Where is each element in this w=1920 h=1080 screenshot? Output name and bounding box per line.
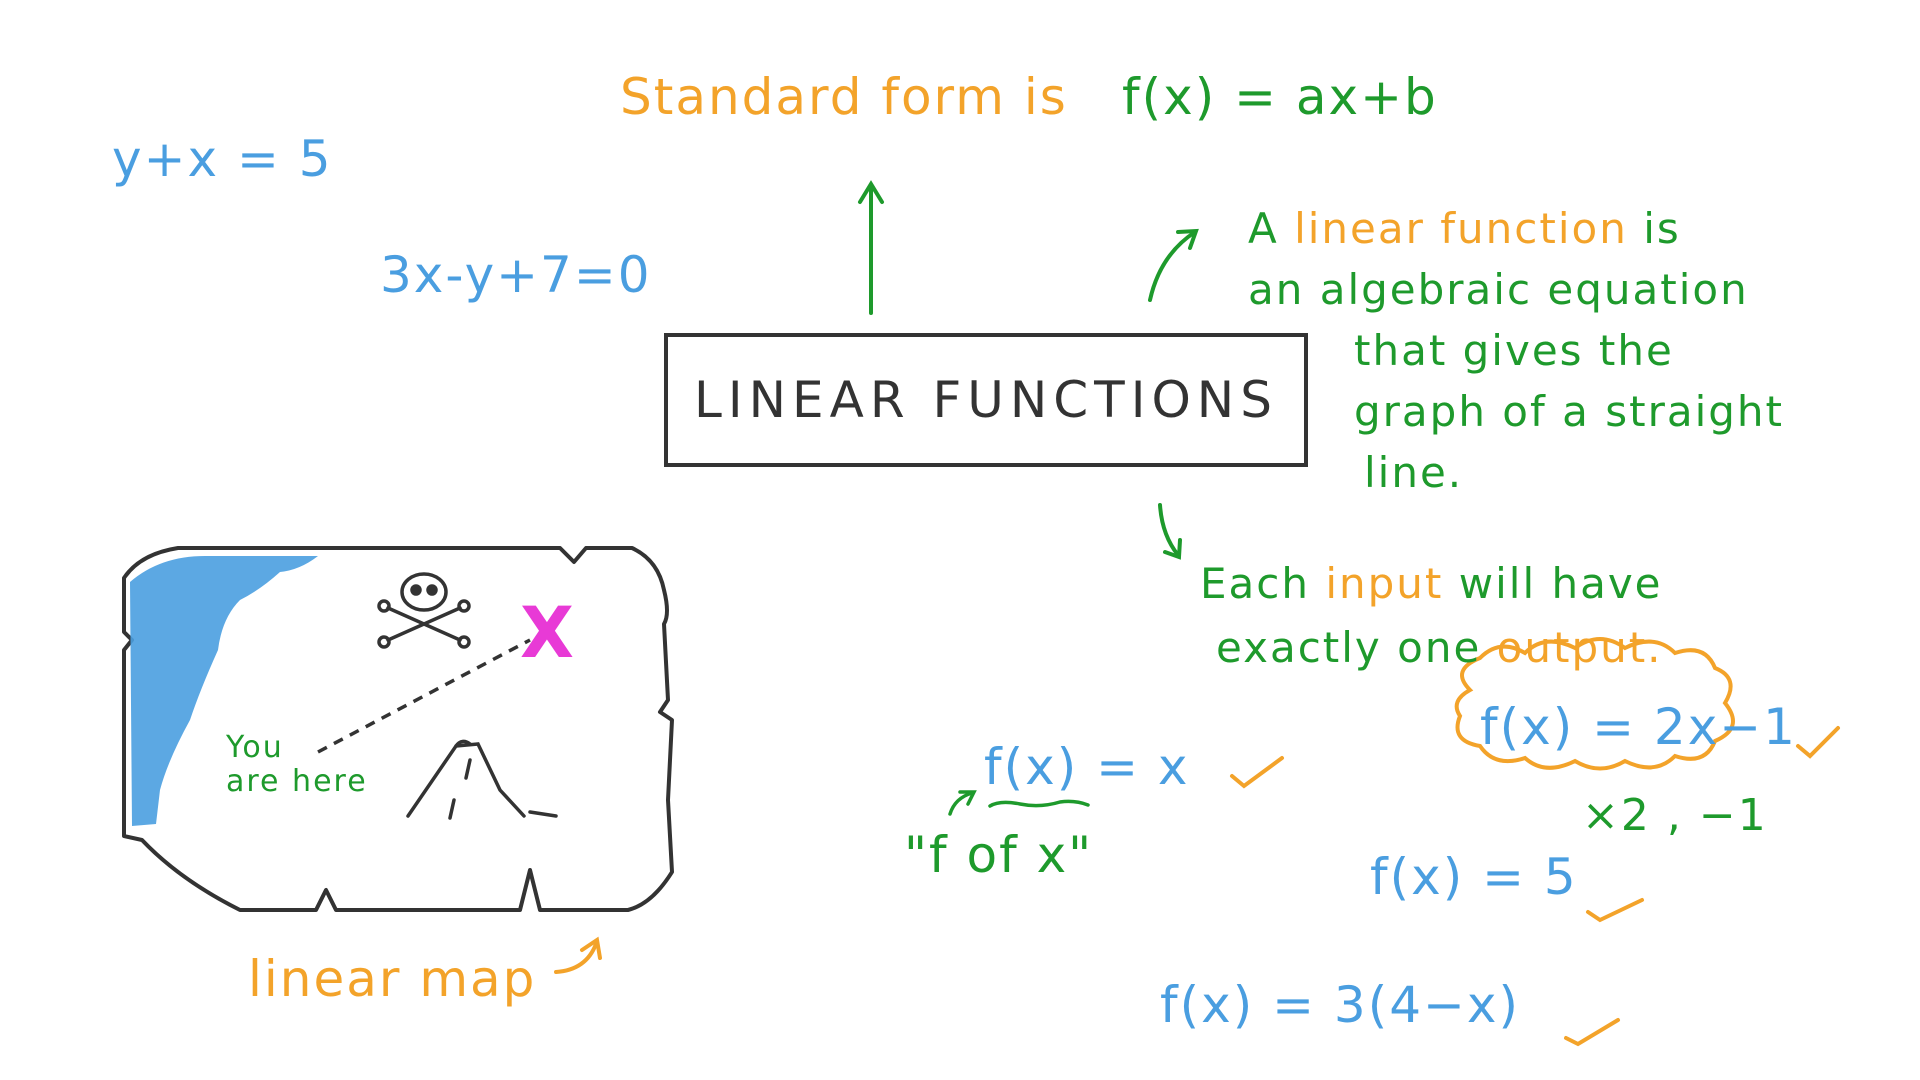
map-caption: linear map [248,950,537,1008]
equation-3x-minus-y: 3x-y+7=0 [380,246,652,304]
standard-form-label: Standard form is [620,68,1068,126]
definition-text: A linear function is an algebraic equati… [1248,198,1784,503]
example-f-x-equals-x: f(x) = x [984,738,1190,796]
f-of-x-reading: "f of x" [904,826,1094,884]
example-f-3-4-minus-x: f(x) = 3(4−x) [1160,976,1521,1034]
arrow-to-definition [1148,228,1199,302]
term-linear-function: linear function [1294,204,1628,253]
treasure-map [122,546,674,974]
definition-line-4: graph of a straight [1354,387,1784,436]
check-marks [1230,726,1840,1047]
map-sea [130,556,318,826]
example-operations: ×2 , −1 [1582,790,1768,841]
dashed-route [317,638,531,754]
title-box: LINEAR FUNCTIONS [664,333,1308,467]
arrow-up-to-standard-form [858,180,884,315]
each-input-text: Each input will have exactly one output. [1200,552,1663,680]
definition-line-3: that gives the [1354,326,1674,375]
standard-form-formula: f(x) = ax+b [1122,68,1438,126]
each-input-line-2: exactly one output. [1216,623,1663,672]
volcano-icon [406,739,558,820]
definition-line-1: A linear function is [1248,204,1681,253]
example-f-equals-5: f(x) = 5 [1370,848,1578,906]
each-input-line-1: Each input will have [1200,559,1663,608]
term-output: output. [1496,623,1663,672]
equation-y-plus-x: y+x = 5 [112,130,333,188]
check-icon [1586,898,1644,923]
definition-line-2: an algebraic equation [1248,265,1749,314]
check-icon [1230,756,1284,789]
map-x-mark: X [520,592,576,674]
skull-icon [377,572,471,649]
map-are-here-label: are here [226,764,368,799]
map-you-label: You [226,730,284,765]
example-f-2x-minus-1: f(x) = 2x−1 [1480,698,1797,756]
page-title: LINEAR FUNCTIONS [694,371,1278,429]
arrow-to-map [554,936,602,974]
definition-line-5: line. [1364,448,1464,497]
check-icon [1796,726,1840,759]
highlight-cloud [1454,637,1735,771]
arrow-f-of-x [948,790,1090,816]
arrow-to-each-input [1158,503,1182,560]
check-icon [1564,1018,1620,1047]
term-input: input [1325,559,1444,608]
